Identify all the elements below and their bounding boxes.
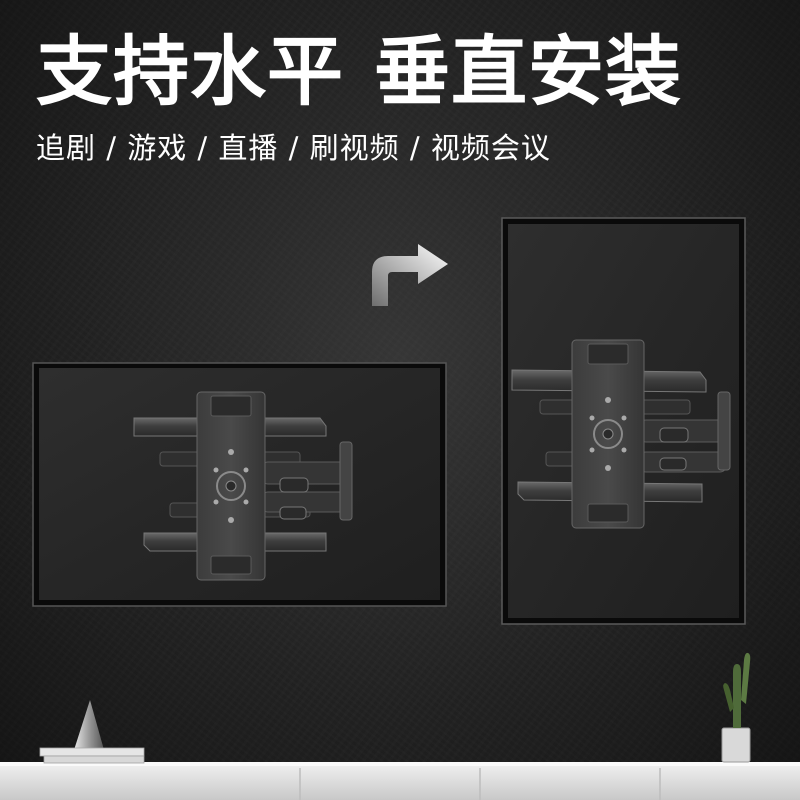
vertical-mount-bracket: [511, 339, 731, 529]
cactus-plant: [721, 652, 751, 763]
headline: 支持水平垂直安装: [36, 22, 682, 122]
book-stack: [39, 747, 145, 764]
decor-cone: [74, 700, 104, 750]
tv-cabinet: [0, 762, 800, 800]
headline-horizontal: 支持水平: [36, 27, 344, 116]
horizontal-mount-bracket: [133, 391, 353, 581]
headline-vertical: 垂直安装: [374, 27, 682, 116]
rotate-arrow-icon: [372, 244, 448, 306]
subline-usage-scenarios: 追剧 / 游戏 / 直播 / 刷视频 / 视频会议: [36, 131, 551, 165]
